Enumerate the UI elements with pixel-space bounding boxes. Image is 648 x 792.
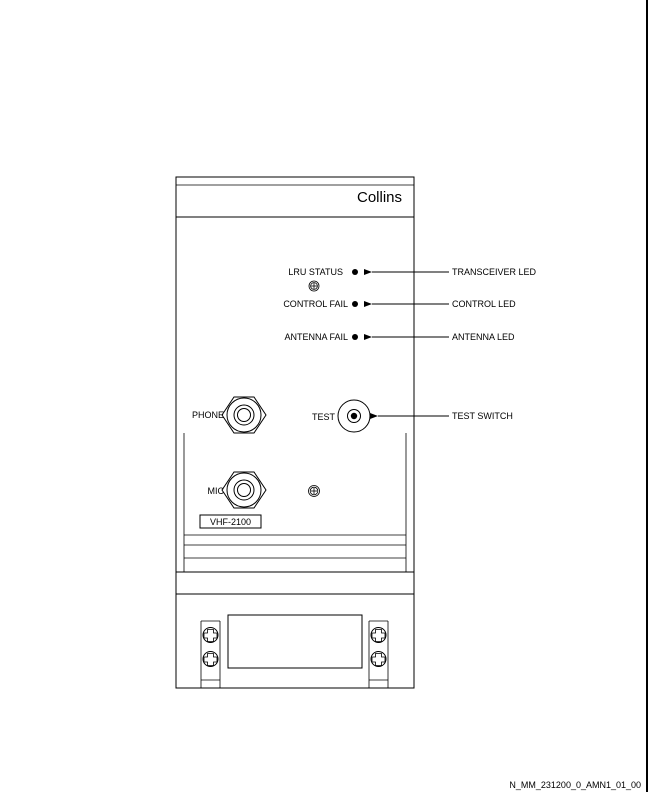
figure-id: N_MM_231200_0_AMN1_01_00 [509, 780, 641, 790]
screw-icon [308, 280, 320, 292]
screw-icon [202, 651, 219, 667]
unit-front-panel [175, 176, 415, 689]
screw-icon [202, 627, 219, 643]
indicator-lru-status: LRU STATUS TRANSCEIVER LED [288, 267, 536, 277]
display-window [227, 614, 363, 669]
phone-jack: PHONE [192, 396, 267, 434]
indicator-antenna-fail: ANTENNA FAIL ANTENNA LED [284, 332, 515, 342]
test-switch-label: TEST [312, 412, 336, 422]
right-fastener-strip [368, 620, 389, 688]
indicator-control-fail: CONTROL FAIL CONTROL LED [283, 299, 516, 309]
test-switch-callout: TEST SWITCH [452, 411, 513, 421]
model-label: VHF-2100 [210, 517, 251, 527]
model-plate: VHF-2100 [199, 514, 262, 529]
control-fail-label: CONTROL FAIL [283, 299, 348, 309]
transceiver-led-callout: TRANSCEIVER LED [452, 267, 537, 277]
antenna-fail-led-icon [352, 334, 358, 340]
lru-status-led-icon [352, 269, 358, 275]
screw-icon [308, 485, 320, 497]
phone-jack-label: PHONE [192, 410, 224, 420]
antenna-led-callout: ANTENNA LED [452, 332, 515, 342]
brand-logo: Collins [357, 189, 402, 206]
mic-jack-label: MIC [208, 486, 225, 496]
antenna-fail-label: ANTENNA FAIL [284, 332, 348, 342]
lru-status-label: LRU STATUS [288, 267, 343, 277]
control-led-callout: CONTROL LED [452, 299, 516, 309]
page-right-border [646, 0, 648, 792]
left-fastener-strip [200, 620, 221, 688]
test-switch: TEST TEST SWITCH [312, 399, 513, 433]
screw-icon [370, 651, 387, 667]
screw-icon [370, 627, 387, 643]
control-fail-led-icon [352, 301, 358, 307]
mic-jack: MIC [208, 471, 267, 509]
